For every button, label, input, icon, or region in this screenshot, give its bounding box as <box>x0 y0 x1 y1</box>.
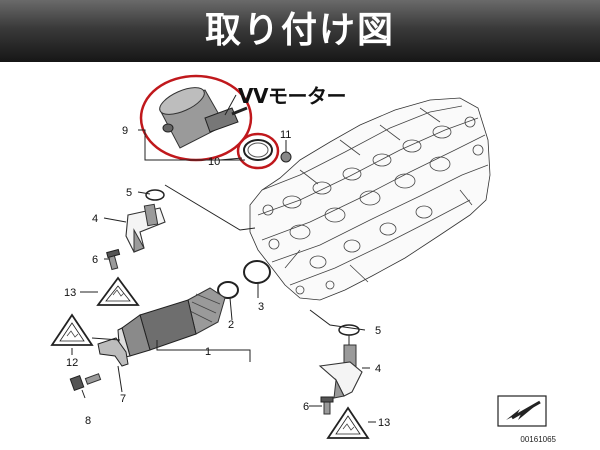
title-banner: 取り付け図 <box>0 0 600 62</box>
label-13-lower: 13 <box>378 417 390 429</box>
label-13-upper: 13 <box>64 287 76 299</box>
label-8: 8 <box>85 415 91 427</box>
figure-number: 00161065 <box>520 435 556 444</box>
vv-motor <box>159 87 248 149</box>
label-7: 7 <box>120 393 126 405</box>
banner-title: 取り付け図 <box>204 10 395 51</box>
label-4-lower: 4 <box>375 363 381 375</box>
camshaft-sensor-4-upper <box>125 203 166 253</box>
cylinder-head <box>249 97 491 301</box>
o-ring-5-upper <box>145 189 165 201</box>
label-2: 2 <box>228 319 234 331</box>
seal-highlight-ring <box>236 132 280 170</box>
label-5-upper: 5 <box>126 187 132 199</box>
warning-triangle-13-lower <box>326 406 370 439</box>
bolt-8 <box>69 373 102 391</box>
motor-callout-label: VVモーター <box>238 84 346 108</box>
solenoid-valve-1 <box>117 287 226 359</box>
o-ring-2 <box>217 281 239 299</box>
label-6-lower: 6 <box>303 401 309 413</box>
label-4-upper: 4 <box>92 213 98 225</box>
label-5-lower: 5 <box>375 325 381 337</box>
seal-ring-10 <box>243 139 273 161</box>
warning-triangle-12 <box>50 313 94 346</box>
o-ring-3 <box>243 260 271 284</box>
label-10: 10 <box>208 156 220 168</box>
label-1: 1 <box>205 346 211 358</box>
camshaft-sensor-4-lower <box>318 344 363 399</box>
label-11: 11 <box>280 129 291 141</box>
warning-triangle-13-upper <box>96 276 140 306</box>
label-6-upper: 6 <box>92 254 98 266</box>
label-12: 12 <box>66 357 78 369</box>
leader-lines <box>71 94 376 423</box>
orientation-arrow-icon <box>497 395 547 427</box>
bolt-6-upper <box>106 248 121 271</box>
bolt-6-lower <box>320 396 334 415</box>
label-9: 9 <box>122 125 128 137</box>
label-3: 3 <box>258 301 264 313</box>
